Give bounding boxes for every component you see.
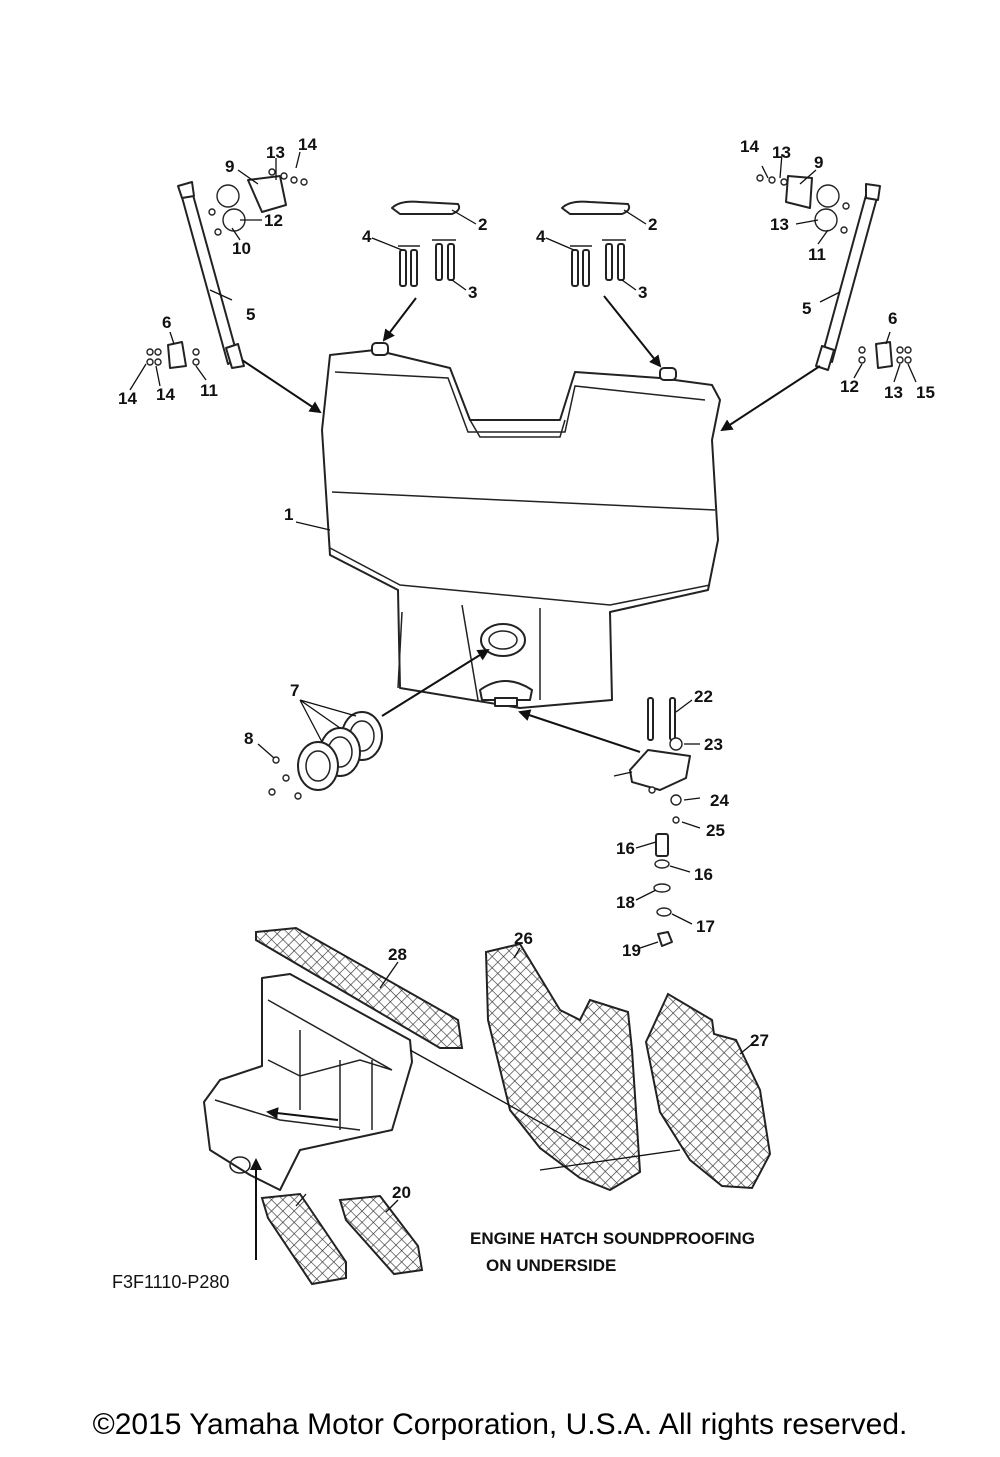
callout-10: 11 — [808, 245, 826, 264]
callout-25: 28 — [388, 945, 407, 964]
callout-4: 4 — [362, 227, 372, 246]
callout-13: 13 — [266, 143, 285, 162]
callout-15: 16 — [616, 839, 635, 858]
callout-14: 14 — [740, 137, 759, 156]
gas-strut-left — [177, 181, 245, 369]
callout-14: 14 — [118, 389, 137, 408]
copyright-notice: ©2015 Yamaha Motor Corporation, U.S.A. A… — [92, 1408, 908, 1441]
callout-13: 14 — [156, 385, 175, 404]
leader-lines — [129, 151, 917, 1213]
callout-2: 2 — [648, 215, 657, 234]
callout-9: 9 — [225, 157, 234, 176]
assembly-arrows — [241, 295, 821, 1260]
callout-5: 5 — [246, 305, 255, 324]
soundproof-panel-24 — [644, 992, 772, 1190]
hinge-right — [561, 200, 631, 287]
callout-23: 26 — [514, 929, 533, 948]
callout-11: 11 — [200, 381, 218, 400]
latch-assembly — [629, 697, 691, 947]
callout-13: 13 — [772, 143, 791, 162]
soundproof-panel-23 — [484, 942, 642, 1192]
callout-20: 23 — [704, 735, 723, 754]
callout-7: 7 — [290, 681, 299, 700]
upper-bracket-right — [756, 174, 850, 234]
callout-27: 20 — [392, 1183, 411, 1202]
soundproofing-note-line2: ON UNDERSIDE — [486, 1256, 616, 1275]
soundproof-pad-27 — [338, 1194, 424, 1276]
callout-3: 3 — [468, 283, 477, 302]
engine-hatch — [321, 342, 721, 709]
callout-6: 6 — [162, 313, 171, 332]
callout-12: 13 — [770, 215, 789, 234]
callout-12: 12 — [264, 211, 283, 230]
engine-hatch-underside — [203, 973, 413, 1191]
vent-rings — [268, 711, 383, 800]
callout-22: 25 — [706, 821, 725, 840]
callout-21: 24 — [710, 791, 729, 810]
soundproof-pad-26 — [260, 1192, 347, 1286]
callout-6: 6 — [888, 309, 897, 328]
callout-19: 22 — [694, 687, 713, 706]
diagram-code: F3F1110-P280 — [112, 1272, 229, 1292]
callout-4: 4 — [536, 227, 546, 246]
lower-bracket-right — [858, 341, 912, 369]
callout-16: 16 — [694, 865, 713, 884]
callout-9: 9 — [814, 153, 823, 172]
callout-1: 1 — [284, 505, 293, 524]
callout-14: 15 — [916, 383, 935, 402]
callout-labels: 13 14 9 12 10 5 6 14 14 11 2 4 3 2 4 3 1… — [118, 135, 935, 1202]
gas-strut-right — [815, 183, 881, 371]
callout-8: 8 — [244, 729, 253, 748]
soundproof-strip-25 — [255, 926, 464, 1049]
callout-17: 18 — [616, 893, 635, 912]
callout-10: 10 — [232, 239, 251, 258]
soundproofing-note-line1: ENGINE HATCH SOUNDPROOFING — [470, 1229, 755, 1248]
callout-11: 12 — [840, 377, 859, 396]
callout-16: 17 — [696, 917, 715, 936]
upper-bracket-left — [208, 168, 308, 236]
callout-24: 27 — [750, 1031, 769, 1050]
callout-3: 3 — [638, 283, 647, 302]
lower-bracket-left — [146, 341, 200, 369]
callout-13: 13 — [884, 383, 903, 402]
callout-14: 14 — [298, 135, 317, 154]
hinge-left — [391, 200, 461, 287]
callout-18: 19 — [622, 941, 641, 960]
callout-2: 2 — [478, 215, 487, 234]
callout-5: 5 — [802, 299, 811, 318]
